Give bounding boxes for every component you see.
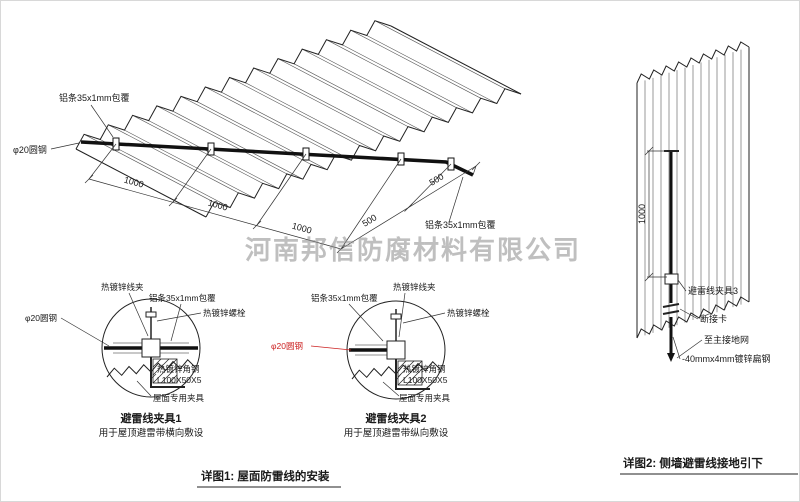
- detail1-angle-steel: [150, 357, 185, 388]
- detail1-alum-label: 铝条35x1mm包覆: [149, 293, 216, 303]
- break-clamp-bar: [662, 310, 680, 315]
- detail2-nut: [390, 313, 402, 320]
- detail1-subtitle: 用于屋顶避雷带横向敷设: [99, 427, 204, 439]
- detail2-subtitle: 用于屋顶避雷带纵向敷设: [344, 427, 449, 439]
- detail2-alum-label: 铝条35x1mm包覆: [311, 293, 378, 303]
- wall-clamp3-label: 避雷线夹具3: [688, 285, 738, 296]
- detail1-circle: [101, 298, 201, 398]
- roof-ridge-lines: [75, 20, 522, 218]
- dimension-label: 1000: [291, 221, 313, 236]
- wall-clamp3-mark: [664, 273, 679, 285]
- dimension-label: 500: [427, 171, 445, 187]
- aluminium-strip-label-top: 铝条35x1mm包覆: [59, 92, 130, 103]
- detail2-angle-label: 热镀锌角钢: [403, 364, 446, 374]
- wall-dimension-label: 1000: [637, 204, 647, 224]
- caption-detail1: 详图1: 屋面防雷线的安装: [201, 469, 330, 483]
- detail1-fixture-label: 屋面专用夹具: [153, 393, 205, 403]
- detail1-title: 避雷线夹具1: [120, 411, 181, 425]
- detail2-roof-sheet: [351, 361, 441, 380]
- roof-callouts: [50, 104, 464, 223]
- wall-corrugation-lines: [644, 49, 742, 336]
- wall-leaders: [672, 279, 703, 360]
- detail1-hatch: [152, 358, 178, 384]
- detail2-angle-steel: [395, 359, 430, 390]
- detail1-angle-size-label: L100X50X5: [157, 375, 202, 385]
- lightning-wire: [80, 140, 474, 177]
- caption-detail2: 详图2: 侧墙避雷线接地引下: [623, 456, 763, 470]
- detail1-clamp-label: 热镀锌线夹: [101, 282, 144, 292]
- company-watermark: 河南邦信防腐材料有限公司: [245, 235, 581, 265]
- round-steel-label: φ20圆钢: [13, 144, 47, 155]
- detail2-angle-size-label: L100X50X5: [403, 375, 448, 385]
- detail1-roof-sheet: [106, 359, 196, 378]
- detail2-clamp-label: 热镀锌线夹: [393, 282, 436, 292]
- roof-isometric-view: [75, 20, 522, 218]
- wall-top-edge: [636, 41, 750, 84]
- detail2-title: 避雷线夹具2: [365, 411, 426, 425]
- ground-arrow: [667, 353, 675, 362]
- detail2-clamp-body: [386, 340, 406, 360]
- detail1-clamp-body: [141, 338, 161, 358]
- detail1-clamp-drawing: [60, 292, 202, 398]
- wall-detail-drawing: [636, 41, 750, 362]
- detail1-steel-label: φ20圆钢: [25, 313, 57, 323]
- detail2-clamp-drawing: [310, 292, 446, 400]
- detail1-leaders: [60, 292, 202, 397]
- detail1-bolt-label: 热镀锌螺栓: [203, 308, 246, 318]
- dimension-label: 1000: [123, 175, 145, 190]
- roof-right-edge: [390, 25, 522, 95]
- detail2-leaders: [348, 292, 446, 397]
- detail1-nut: [145, 311, 157, 318]
- dimension-label: 500: [360, 212, 378, 228]
- detail2-steel-leader: [310, 345, 352, 351]
- wall-ground-label: 至主接地网: [704, 334, 749, 345]
- wall-bottom-edge: [636, 296, 750, 339]
- roof-corrugation-bottom-edge: [205, 88, 522, 218]
- detail1-angle-label: 热镀锌角钢: [157, 364, 200, 374]
- wall-flat-steel-label: -40mmx4mm镀锌扁钢: [682, 353, 771, 364]
- roof-dimension-lines: [84, 143, 481, 254]
- detail2-bolt-label: 热镀锌螺栓: [447, 308, 490, 318]
- wall-dimension: [644, 146, 667, 282]
- detail2-steel-label: φ20圆钢: [271, 341, 303, 351]
- roof-corrugation-top-edge: [75, 20, 392, 150]
- break-clamp-bar: [662, 303, 680, 308]
- detail2-fixture-label: 屋面专用夹具: [399, 393, 451, 403]
- wall-break-clamp-label: 断接卡: [700, 313, 727, 324]
- aluminium-strip-label-right: 铝条35x1mm包覆: [425, 219, 496, 230]
